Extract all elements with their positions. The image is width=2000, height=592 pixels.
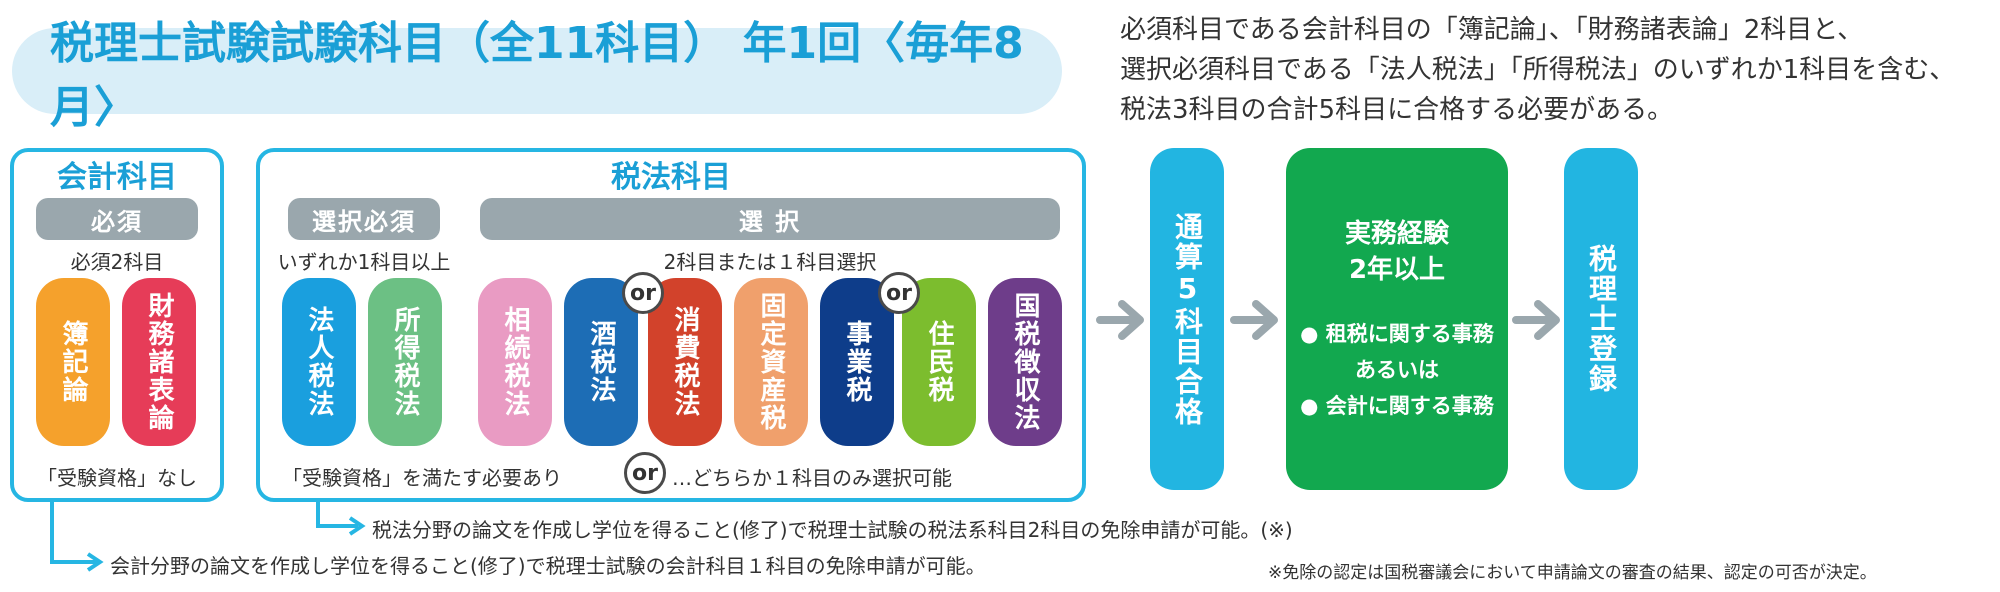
elective-note: 2科目または１科目選択: [663, 250, 877, 274]
required-badge: 必須: [36, 198, 198, 240]
experience-items: ● 租税に関する事務 あるいは ● 会計に関する事務: [1286, 316, 1508, 424]
subject-kokuzeichoshuho: 国税徴収法: [988, 278, 1062, 446]
subject-label: 固定資産税: [756, 292, 786, 432]
subject-sozokuzei: 相続税法: [478, 278, 552, 446]
subject-zaimu: 財務諸表論: [122, 278, 196, 446]
subject-hojinzei: 法人税法: [282, 278, 356, 446]
subject-label: 簿記論: [58, 320, 88, 404]
subject-shohizei: 消費税法: [648, 278, 722, 446]
subject-label: 酒税法: [586, 320, 616, 404]
subject-label: 相続税法: [500, 306, 530, 418]
subject-shotokuzei: 所得税法: [368, 278, 442, 446]
subject-label: 法人税法: [304, 306, 334, 418]
step-pass-5-subjects: 通算5科目合格: [1150, 148, 1224, 490]
step-label: 通算5科目合格: [1171, 211, 1204, 427]
accounting-footer: 「受験資格」なし: [37, 466, 197, 490]
subject-shuzei: 酒税法: [564, 278, 638, 446]
tax-exemption-note: 税法分野の論文を作成し学位を得ること(修了)で税理士試験の税法系科目2科目の免除…: [372, 518, 1293, 542]
subject-koteishisanzei: 固定資産税: [734, 278, 808, 446]
experience-item: ● 租税に関する事務: [1300, 322, 1494, 346]
accounting-title: 会計科目: [57, 160, 177, 195]
elective-required-badge: 選択必須: [288, 198, 440, 240]
subject-label: 所得税法: [390, 306, 420, 418]
description: 必須科目である会計科目の「簿記論」、「財務諸表論」2科目と、 選択必須科目である…: [1120, 10, 1990, 130]
footnote: ※免除の認定は国税審議会において申請論文の審査の結果、認定の可否が決定。: [1268, 563, 1877, 583]
experience-item: あるいは: [1355, 358, 1439, 382]
tax-footer-left: 「受験資格」を満たす必要あり: [282, 466, 562, 490]
description-line: 選択必須科目である「法人税法」「所得税法」のいずれか1科目を含む、: [1120, 55, 1956, 85]
step-registration: 税理士登録: [1564, 148, 1638, 490]
or-badge-jigyozei-juminzei: or: [878, 272, 920, 314]
arrow-right-icon: [1230, 300, 1278, 340]
subject-label: 住民税: [924, 320, 954, 404]
subject-label: 事業税: [842, 320, 872, 404]
experience-item: ● 会計に関する事務: [1300, 394, 1494, 418]
tax-title: 税法科目: [611, 160, 731, 195]
tax-footer-or-note: …どちらか１科目のみ選択可能: [672, 466, 952, 490]
description-line: 税法3科目の合計5科目に合格する必要がある。: [1120, 95, 1674, 125]
elective-badge: 選 択: [480, 198, 1060, 240]
subject-boki: 簿記論: [36, 278, 110, 446]
arrow-right-icon: [1096, 300, 1144, 340]
experience-title: 実務経験 2年以上: [1344, 219, 1449, 285]
or-legend-badge: or: [624, 452, 666, 494]
required-count: 必須2科目: [70, 250, 164, 274]
arrow-right-icon: [1512, 300, 1560, 340]
description-line: 必須科目である会計科目の「簿記論」、「財務諸表論」2科目と、: [1120, 15, 1864, 45]
subject-label: 財務諸表論: [144, 292, 174, 432]
or-badge-shuzei-shohizei: or: [622, 272, 664, 314]
step-label: 税理士登録: [1585, 244, 1618, 394]
elective-required-note: いずれか1科目以上: [277, 250, 451, 274]
step-work-experience: 実務経験 2年以上 ● 租税に関する事務 あるいは ● 会計に関する事務: [1286, 148, 1508, 490]
accounting-exemption-note: 会計分野の論文を作成し学位を得ること(修了)で税理士試験の会計科目１科目の免除申…: [110, 554, 986, 578]
subject-label: 国税徴収法: [1010, 292, 1040, 432]
diagram-title: 税理士試験試験科目（全11科目） 年1回〈毎年8月〉: [12, 18, 1062, 133]
subject-label: 消費税法: [670, 306, 700, 418]
